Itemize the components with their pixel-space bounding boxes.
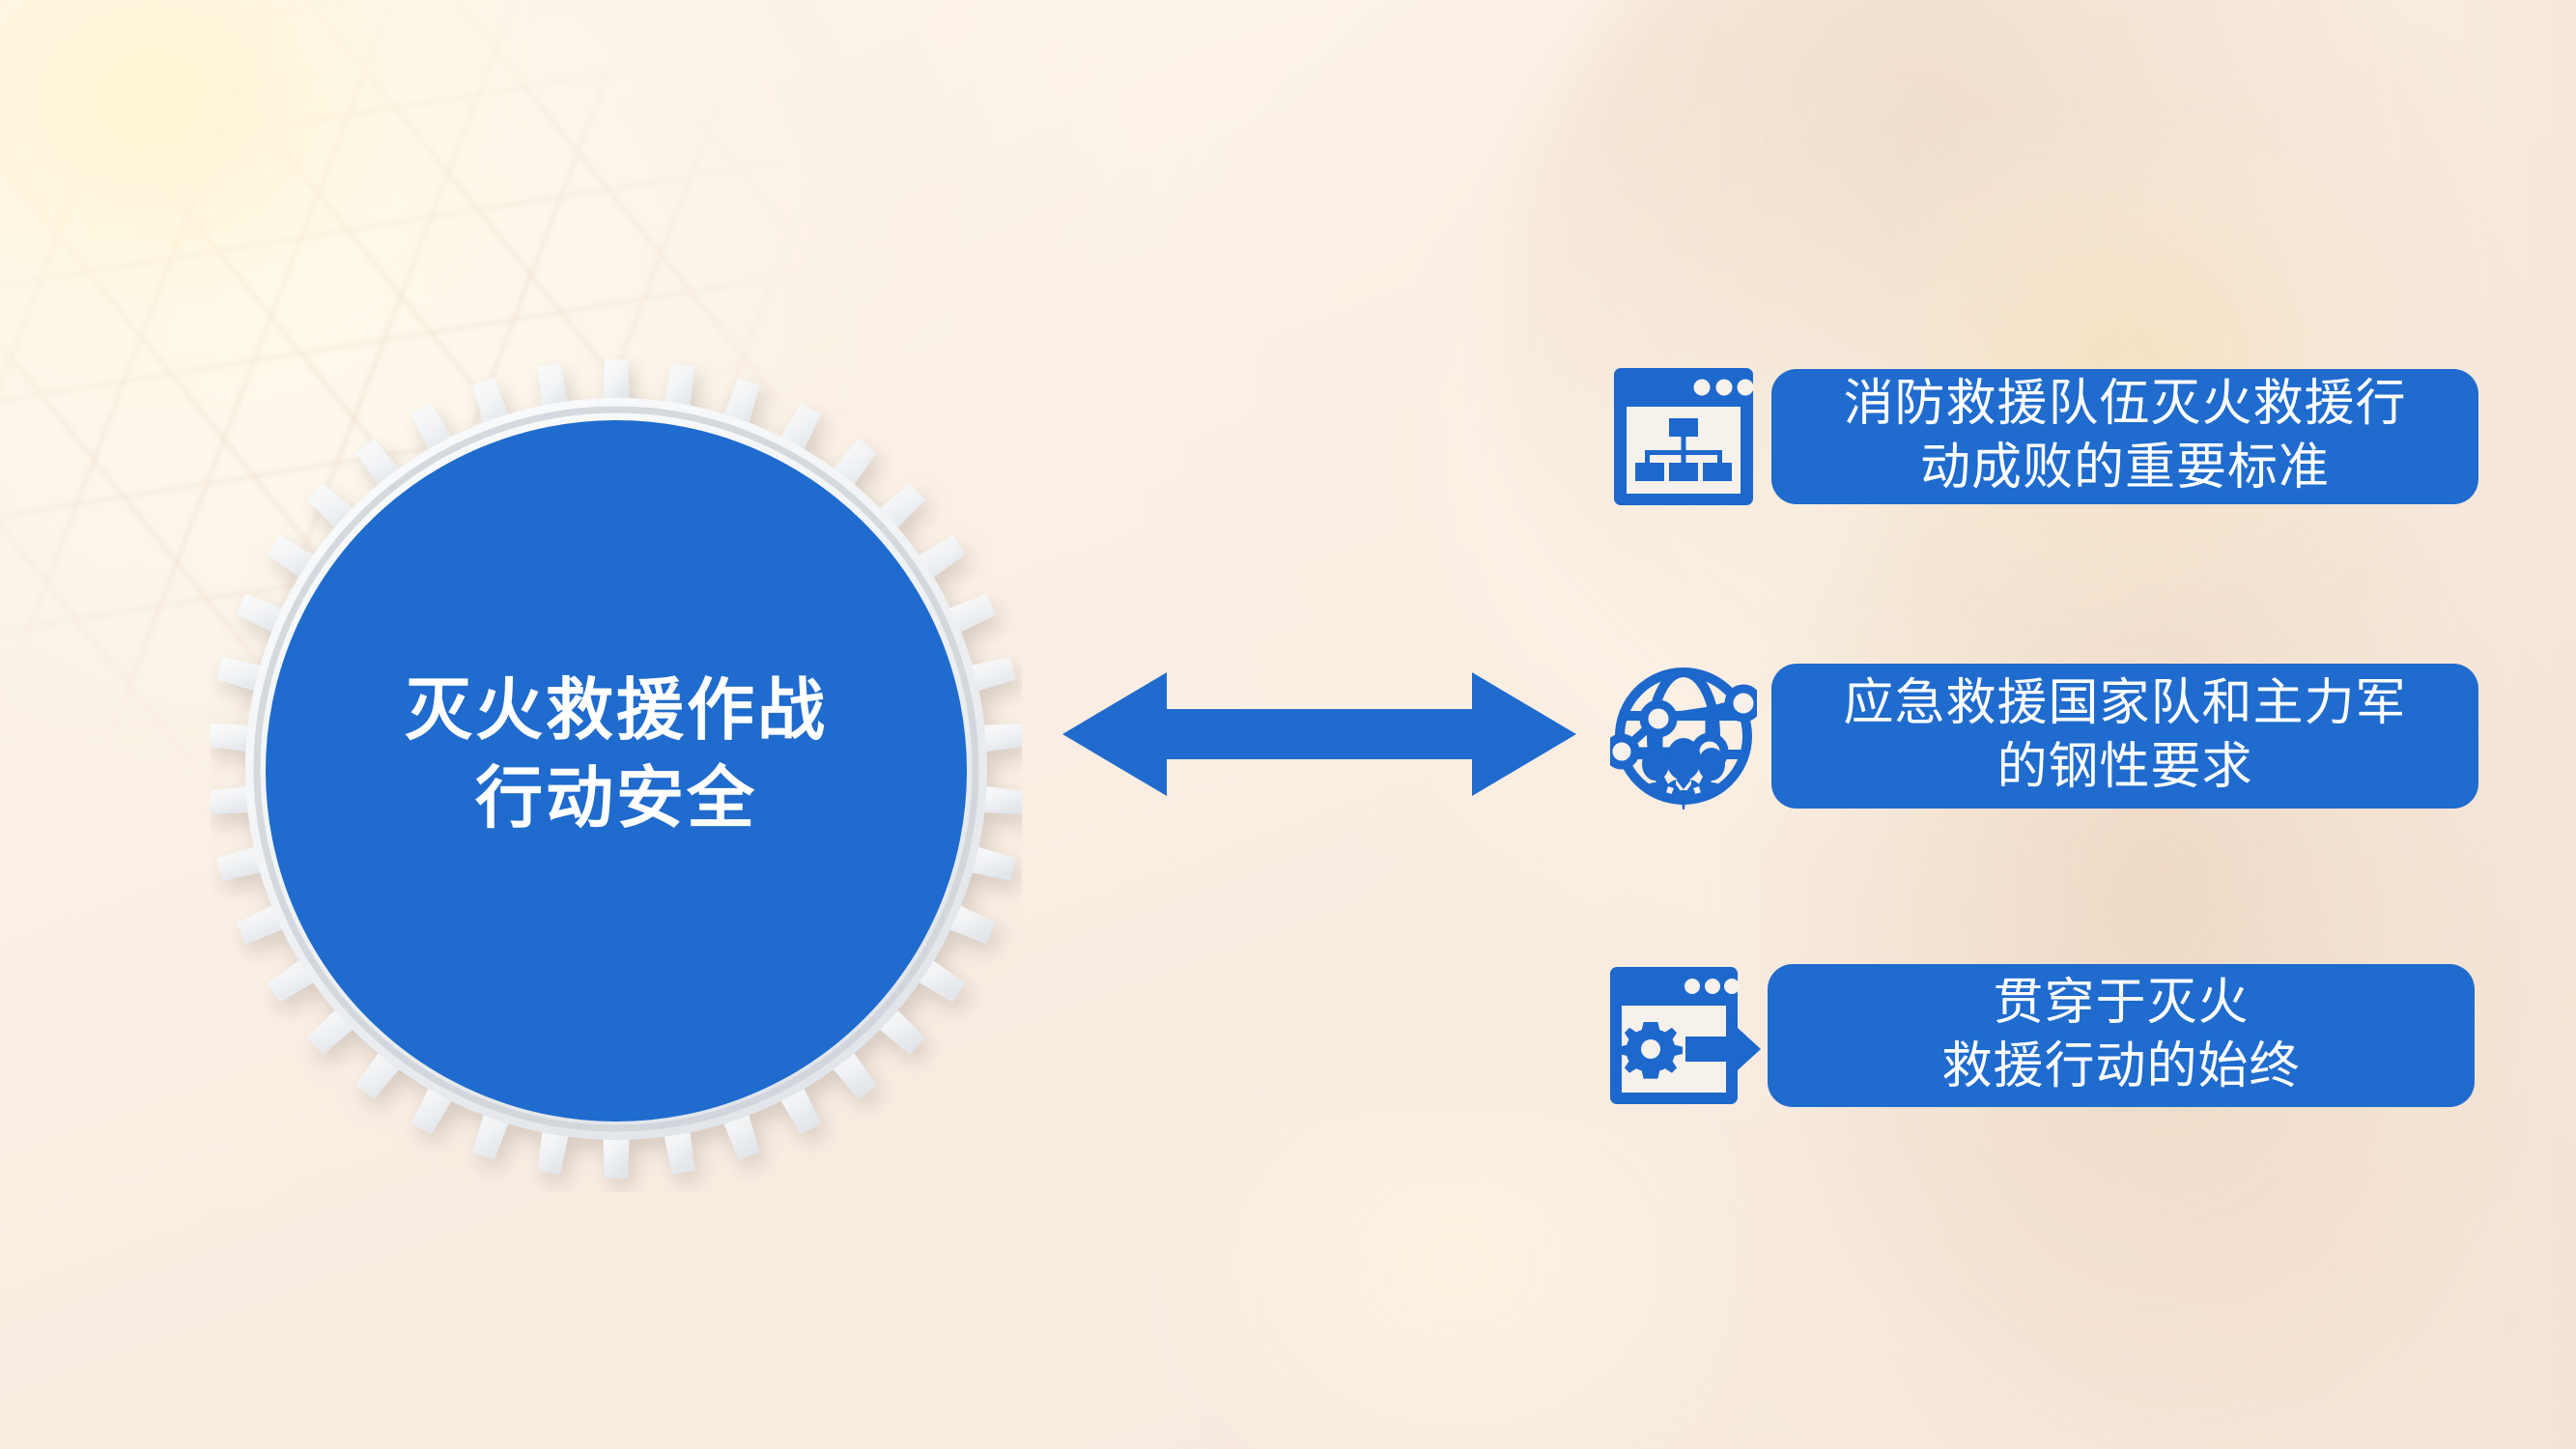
item-row[interactable]: 消防救援队伍灭火救援行 动成败的重要标准: [1603, 340, 2511, 533]
central-gear-graphic: [211, 354, 1022, 1192]
gear-tooth: [602, 359, 631, 411]
gear-tooth: [602, 1127, 631, 1179]
browser-org-chart-icon: [1603, 354, 1764, 520]
item-text-1: 消防救援队伍灭火救援行 动成败的重要标准: [1771, 369, 2478, 504]
browser-gear-arrow-icon: [1603, 952, 1764, 1119]
gear-blue-disc: [266, 420, 967, 1122]
globe-network-people-icon: [1603, 653, 1764, 819]
central-title: 灭火救援作战 行动安全: [405, 672, 828, 836]
double-headed-arrow-icon: [1062, 663, 1576, 806]
background-soft-bottom: [1159, 1101, 1758, 1449]
items-column: 消防救援队伍灭火救援行 动成败的重要标准: [1603, 340, 2511, 1142]
item-row[interactable]: 贯穿于灭火 救援行动的始终: [1603, 939, 2511, 1132]
item-row[interactable]: 应急救援国家队和主力军 的钢性要求: [1603, 639, 2511, 833]
background-glow-topleft: [0, 0, 541, 425]
item-text-3: 贯穿于灭火 救援行动的始终: [1768, 964, 2475, 1107]
item-text-2: 应急救援国家队和主力军 的钢性要求: [1771, 664, 2478, 809]
